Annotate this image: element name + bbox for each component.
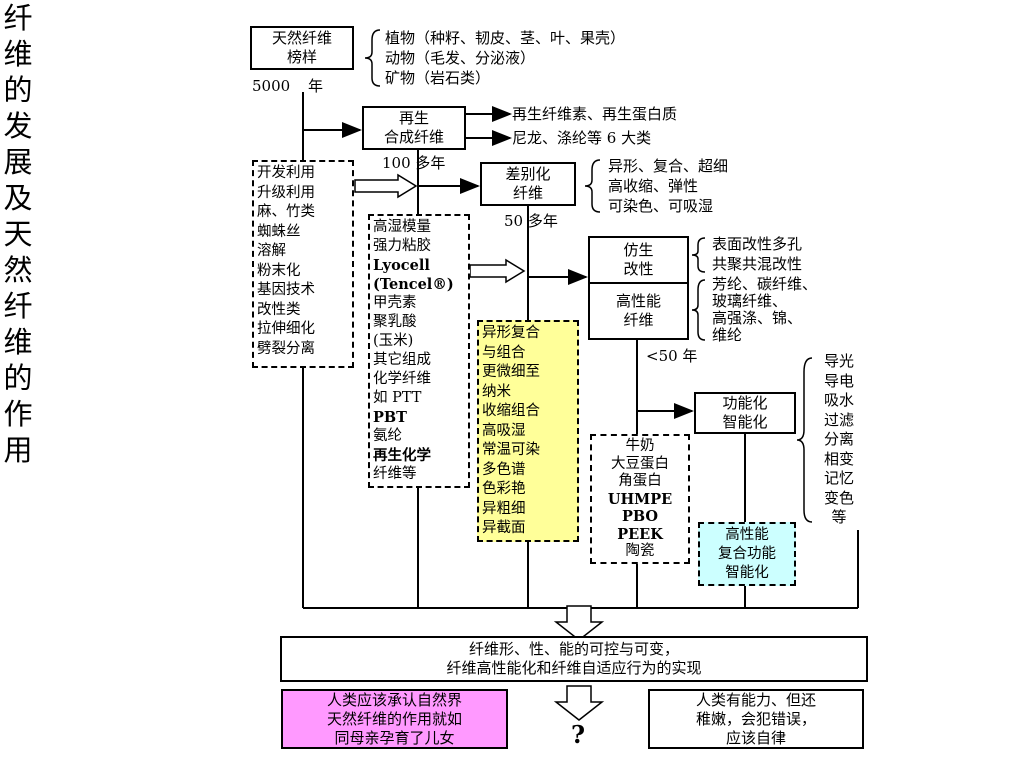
years-50: 50 多年: [504, 212, 558, 230]
development-list: 开发利用升级利用 麻、竹类蜘蛛丝 溶解粉末化 基因技术改性类 拉伸细化劈裂分离: [252, 160, 354, 368]
natural-sources: 植物（种籽、韧皮、茎、叶、果壳） 动物（毛发、分泌液） 矿物（岩石类）: [385, 29, 626, 87]
years-100: 100 多年: [382, 154, 446, 172]
regen-chemical-list: 高湿模量强力粘胶 Lyocell(Tencel®) 甲壳素聚乳酸 (玉米)其它组…: [368, 214, 470, 488]
composite-smart-box: 高性能复合功能 智能化: [698, 522, 796, 586]
page-title: 纤维的 发展及 天然纤 维的作 用: [3, 1, 33, 467]
differential-features-list: 异形复合与组合 更微细至纳米 收缩组合高吸湿 常温可染多色谱 色彩艳异粗细 异截…: [477, 320, 579, 542]
right-conclusion-box: 人类有能力、但还 稚嫩，会犯错误， 应该自律: [648, 689, 864, 749]
functional-properties: 导光 导电 吸水 过滤 分离 相变 记忆 变色 等: [823, 352, 854, 526]
differential-fiber-box: 差别化纤维: [480, 162, 576, 206]
highperf-properties: 芳纶、碳纤维、 玻璃纤维、 高强涤、锦、 维纶: [712, 275, 818, 344]
years-5000: 5000: [252, 77, 291, 95]
summary-box: 纤维形、性、能的可控与可变，纤维高性能化和纤维自适应行为的实现: [280, 636, 868, 682]
year-unit: 年: [308, 77, 324, 95]
regen-synthetic-box: 再生合成纤维: [362, 106, 466, 150]
left-conclusion-box: 人类应该承认自然界 天然纤维的作用就如 同母亲孕育了儿女: [281, 689, 508, 749]
question-mark: ?: [571, 720, 586, 749]
functional-smart-box: 功能化智能化: [694, 392, 796, 434]
natural-fiber-box: 天然纤维榜样: [250, 26, 354, 70]
differential-properties: 异形、复合、超细 高收缩、弹性 可染色、可吸湿: [608, 157, 729, 215]
regen-output-1: 再生纤维素、再生蛋白质: [512, 105, 678, 123]
regen-output-2: 尼龙、涤纶等 6 大类: [512, 129, 652, 147]
bionic-highperf-box: 仿生改性 高性能纤维: [588, 236, 689, 340]
years-lt50: <50 年: [646, 347, 698, 365]
bionic-properties: 表面改性多孔 共聚共混改性: [712, 235, 803, 273]
